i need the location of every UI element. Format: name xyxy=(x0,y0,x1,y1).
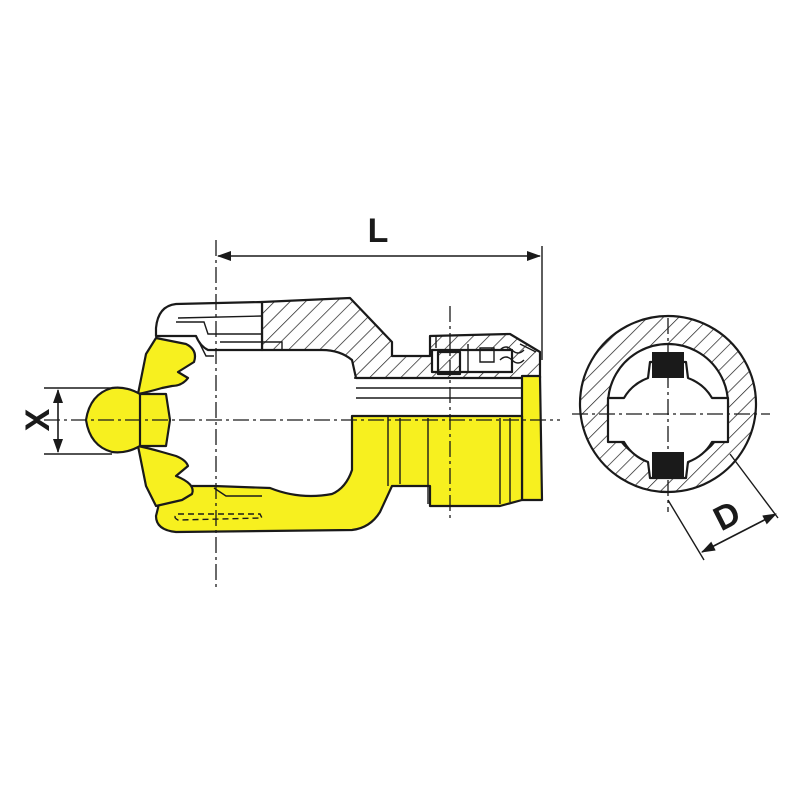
side-view: L X xyxy=(19,212,560,590)
lock-pin-upper xyxy=(436,350,462,376)
yoke-end-cap xyxy=(520,374,544,502)
end-view: D xyxy=(572,314,779,561)
lower-fork-jaw xyxy=(136,444,194,508)
ball-diameter-label: X xyxy=(19,408,57,431)
bore-dimension-line xyxy=(701,513,777,553)
upper-fork-jaw xyxy=(136,336,197,396)
length-label: L xyxy=(368,212,389,250)
